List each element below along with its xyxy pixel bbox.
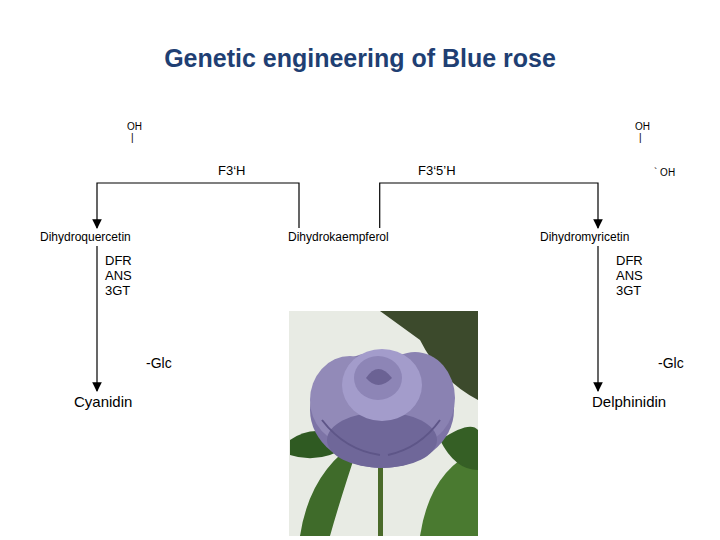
chem-label: | — [131, 132, 134, 143]
compound-name: Cyanidin — [74, 393, 132, 410]
reaction-arrow — [380, 183, 598, 228]
chem-label: -Glc — [146, 355, 172, 371]
chem-label: OH — [127, 121, 142, 132]
compound-name: Dihydrokaempferol — [288, 230, 389, 244]
compound-node: Dihydrokaempferol — [285, 228, 392, 246]
enzyme-label: F3‘5’H — [416, 164, 458, 179]
reaction-arrow — [597, 246, 598, 391]
photo-ground — [289, 311, 478, 536]
compound-name: Dihydroquercetin — [40, 230, 131, 244]
reaction-arrow — [96, 246, 97, 391]
compound-node: Delphinidin — [589, 391, 669, 412]
enzyme-label: DFR ANS 3GT — [103, 254, 141, 299]
compound-name: Dihydromyricetin — [540, 230, 629, 244]
reaction-arrow — [97, 183, 299, 228]
enzyme-label: F3‘H — [216, 164, 247, 179]
diagram-title: Genetic engineering of Blue rose — [0, 44, 720, 73]
compound-name: Delphinidin — [592, 393, 666, 410]
compound-node: Dihydromyricetin — [537, 228, 632, 246]
compound-node: Cyanidin — [71, 391, 135, 412]
chem-label: ` OH — [654, 167, 675, 178]
compound-node: Dihydroquercetin — [37, 228, 134, 246]
chem-label: OH — [635, 121, 650, 132]
rose-bloom — [310, 349, 455, 468]
enzyme-label: DFR ANS 3GT — [614, 254, 652, 299]
chem-label: | — [639, 132, 642, 143]
chem-label: -Glc — [658, 355, 684, 371]
